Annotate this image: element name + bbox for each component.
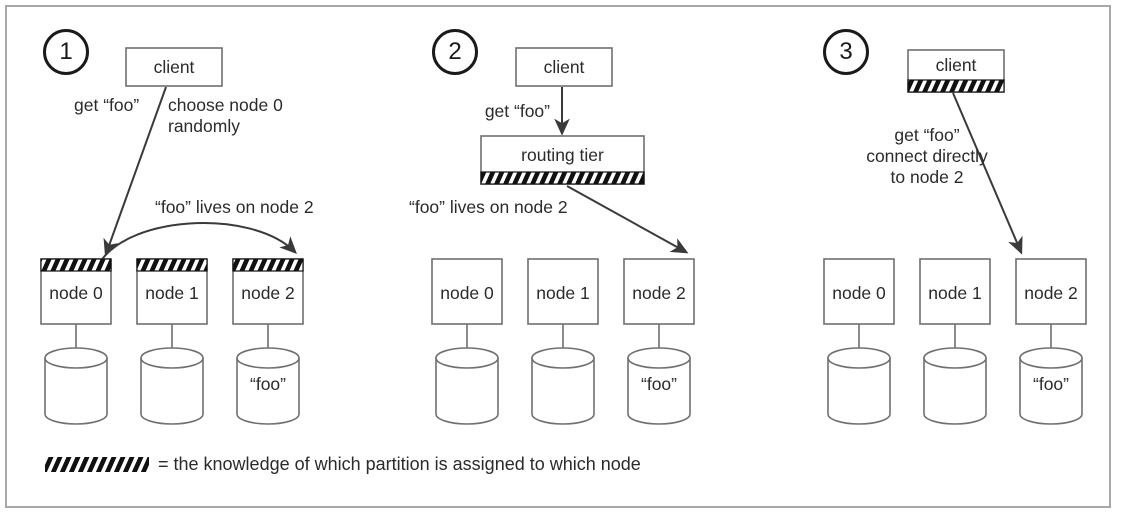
panel-2-node-2-label: node 2 xyxy=(632,283,686,303)
panel-3-step-circle xyxy=(823,29,869,75)
panel-1-client-box[interactable] xyxy=(125,47,223,87)
panel-3-node-0-disk xyxy=(827,347,891,425)
panel-2-step-circle xyxy=(432,29,478,75)
panel-2-client-label: client xyxy=(543,57,585,77)
panel-3-get-foo-label-line1: get “foo” xyxy=(894,125,960,145)
panel-2-graphics xyxy=(431,29,695,425)
panel-1-step-circle xyxy=(43,29,89,75)
panel-1-node-0-disk xyxy=(44,347,108,425)
panel-3-step-number: 3 xyxy=(839,38,853,65)
panel-3-node-0-label: node 0 xyxy=(832,283,886,303)
panel-2-node-0-box[interactable] xyxy=(431,258,503,325)
panel-1-step-number: 1 xyxy=(59,38,73,65)
panel-1-node-0-hatch xyxy=(40,258,112,272)
panel-1-choose-node-label-line2: randomly xyxy=(168,116,240,136)
panel-1-get-foo-label: get “foo” xyxy=(74,95,140,115)
panel-1-node-2-label: node 2 xyxy=(241,283,295,303)
panel-2-node-2-disk xyxy=(627,347,691,425)
panel-1-node-1-label: node 1 xyxy=(145,283,199,303)
panel-3-node-0-box[interactable] xyxy=(823,258,895,325)
panel-2-get-foo-label: get “foo” xyxy=(484,101,550,121)
panel-3-node-2-label: node 2 xyxy=(1024,283,1078,303)
panel-3-node-1-label: node 1 xyxy=(928,283,982,303)
panel-1-client-label: client xyxy=(153,57,195,77)
panel-1-node0-to-node2-curve xyxy=(96,222,297,269)
panel-3-client-label: client xyxy=(935,55,977,75)
panel-3-client-to-node2-arrow xyxy=(952,92,1023,255)
panel-2-routing-tier-label: routing tier xyxy=(521,145,604,165)
legend-text: = the knowledge of which partition is as… xyxy=(158,454,641,474)
panel-3-graphics xyxy=(823,29,1087,425)
panel-2-router-to-node2-arrow xyxy=(566,185,689,254)
panel-2-node-1-disk xyxy=(531,347,595,425)
panel-2-foo-lives-label: “foo” lives on node 2 xyxy=(409,197,568,217)
panel-2-node-2-disk-label: “foo” xyxy=(641,374,677,394)
panel-1-node-2-disk-label: “foo” xyxy=(250,374,286,394)
panel-3-node-1-disk xyxy=(923,347,987,425)
panel-2-client-box[interactable] xyxy=(515,47,613,87)
legend-hatch-swatch xyxy=(45,457,149,472)
panel-3-get-foo-label-line2: connect directly xyxy=(866,146,988,166)
panel-1-client-to-node0-arrow xyxy=(103,86,167,257)
panel-1-node-2-hatch xyxy=(232,258,304,272)
panel-1-choose-node-label-line1: choose node 0 xyxy=(168,95,283,115)
panel-1-node-0-label: node 0 xyxy=(49,283,103,303)
panel-1-node-1-hatch xyxy=(136,258,208,272)
panel-2-routing-tier-hatch xyxy=(480,171,645,185)
panel-3-node-2-box[interactable] xyxy=(1015,258,1087,325)
panel-1-node-1-disk xyxy=(140,347,204,425)
panel-2-node-0-disk xyxy=(435,347,499,425)
panel-2-node-2-box[interactable] xyxy=(623,258,695,325)
panel-1-foo-lives-label: “foo” lives on node 2 xyxy=(155,197,314,217)
panel-3-client-hatch xyxy=(907,79,1005,93)
panel-2-node-1-box[interactable] xyxy=(527,258,599,325)
panel-3-node-1-box[interactable] xyxy=(919,258,991,325)
panel-2-step-number: 2 xyxy=(448,38,462,65)
panel-2-node-1-label: node 1 xyxy=(536,283,590,303)
panel-1-graphics xyxy=(40,29,304,425)
panel-3-node-2-disk-label: “foo” xyxy=(1033,374,1069,394)
panel-3-get-foo-label-line3: to node 2 xyxy=(890,167,964,187)
panel-3-node-2-disk xyxy=(1019,347,1083,425)
panel-2-node-0-label: node 0 xyxy=(440,283,494,303)
panel-1-node-2-disk xyxy=(236,347,300,425)
